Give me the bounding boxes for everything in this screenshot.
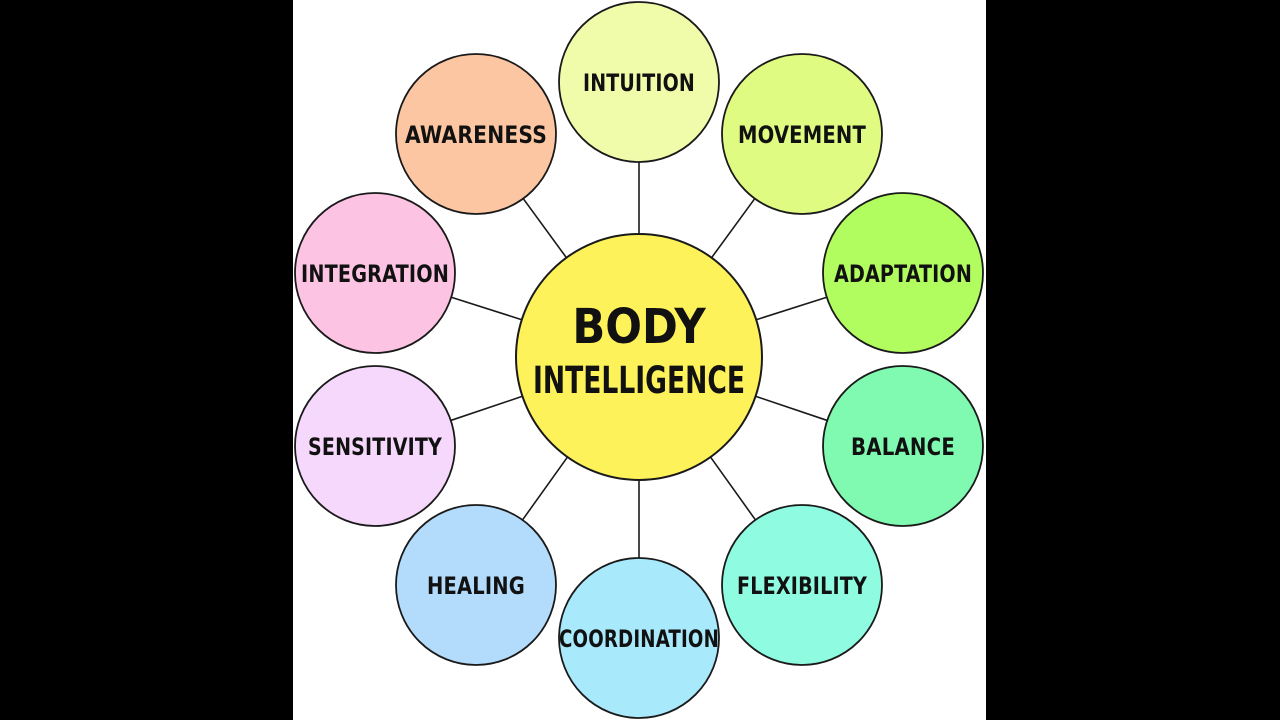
node-circle-movement (721, 53, 883, 215)
node-integration: INTEGRATION (294, 192, 456, 354)
node-intuition: INTUITION (558, 1, 720, 163)
node-balance: BALANCE (822, 365, 984, 527)
node-coordination: COORDINATION (558, 557, 720, 719)
node-label-adaptation: ADAPTATION (834, 260, 972, 288)
node-awareness: AWARENESS (395, 53, 557, 215)
node-label-integration: INTEGRATION (301, 260, 449, 288)
node-label-flexibility: FLEXIBILITY (737, 572, 867, 600)
node-circle-adaptation (822, 192, 984, 354)
spoke-adaptation (755, 296, 828, 321)
node-label-movement: MOVEMENT (738, 121, 866, 149)
center-title-line2: INTELLIGENCE (533, 359, 745, 402)
node-label-awareness: AWARENESS (405, 121, 547, 149)
spoke-flexibility (709, 456, 757, 521)
spoke-balance (755, 395, 828, 422)
spokes (450, 162, 828, 558)
spoke-awareness (522, 198, 568, 259)
node-label-healing: HEALING (427, 572, 525, 600)
node-sensitivity: SENSITIVITY (294, 365, 456, 527)
node-circle-balance (822, 365, 984, 527)
node-circle-awareness (395, 53, 557, 215)
node-label-intuition: INTUITION (583, 69, 695, 97)
spoke-integration (450, 296, 523, 321)
node-label-balance: BALANCE (851, 433, 955, 461)
nodes: INTUITION MOVEMENT ADAPTATION BALANCE FLEXIB… (294, 1, 984, 719)
node-adaptation: ADAPTATION (822, 192, 984, 354)
center-circle (515, 233, 763, 481)
center-title-line1: BODY (572, 299, 706, 355)
diagram-panel: INTUITION MOVEMENT ADAPTATION BALANCE FLEXIB… (293, 0, 986, 720)
node-circle-healing (395, 504, 557, 666)
center-node: BODY INTELLIGENCE (515, 233, 763, 481)
node-circle-integration (294, 192, 456, 354)
body-intelligence-diagram: INTUITION MOVEMENT ADAPTATION BALANCE FLEXIB… (294, 1, 984, 719)
node-label-coordination: COORDINATION (559, 625, 719, 653)
node-label-sensitivity: SENSITIVITY (308, 433, 442, 461)
node-circle-sensitivity (294, 365, 456, 527)
node-flexibility: FLEXIBILITY (721, 504, 883, 666)
spoke-movement (710, 198, 756, 259)
node-healing: HEALING (395, 504, 557, 666)
node-movement: MOVEMENT (721, 53, 883, 215)
node-circle-flexibility (721, 504, 883, 666)
node-circle-coordination (558, 557, 720, 719)
node-circle-intuition (558, 1, 720, 163)
spoke-sensitivity (450, 395, 523, 422)
spoke-healing (521, 456, 569, 521)
